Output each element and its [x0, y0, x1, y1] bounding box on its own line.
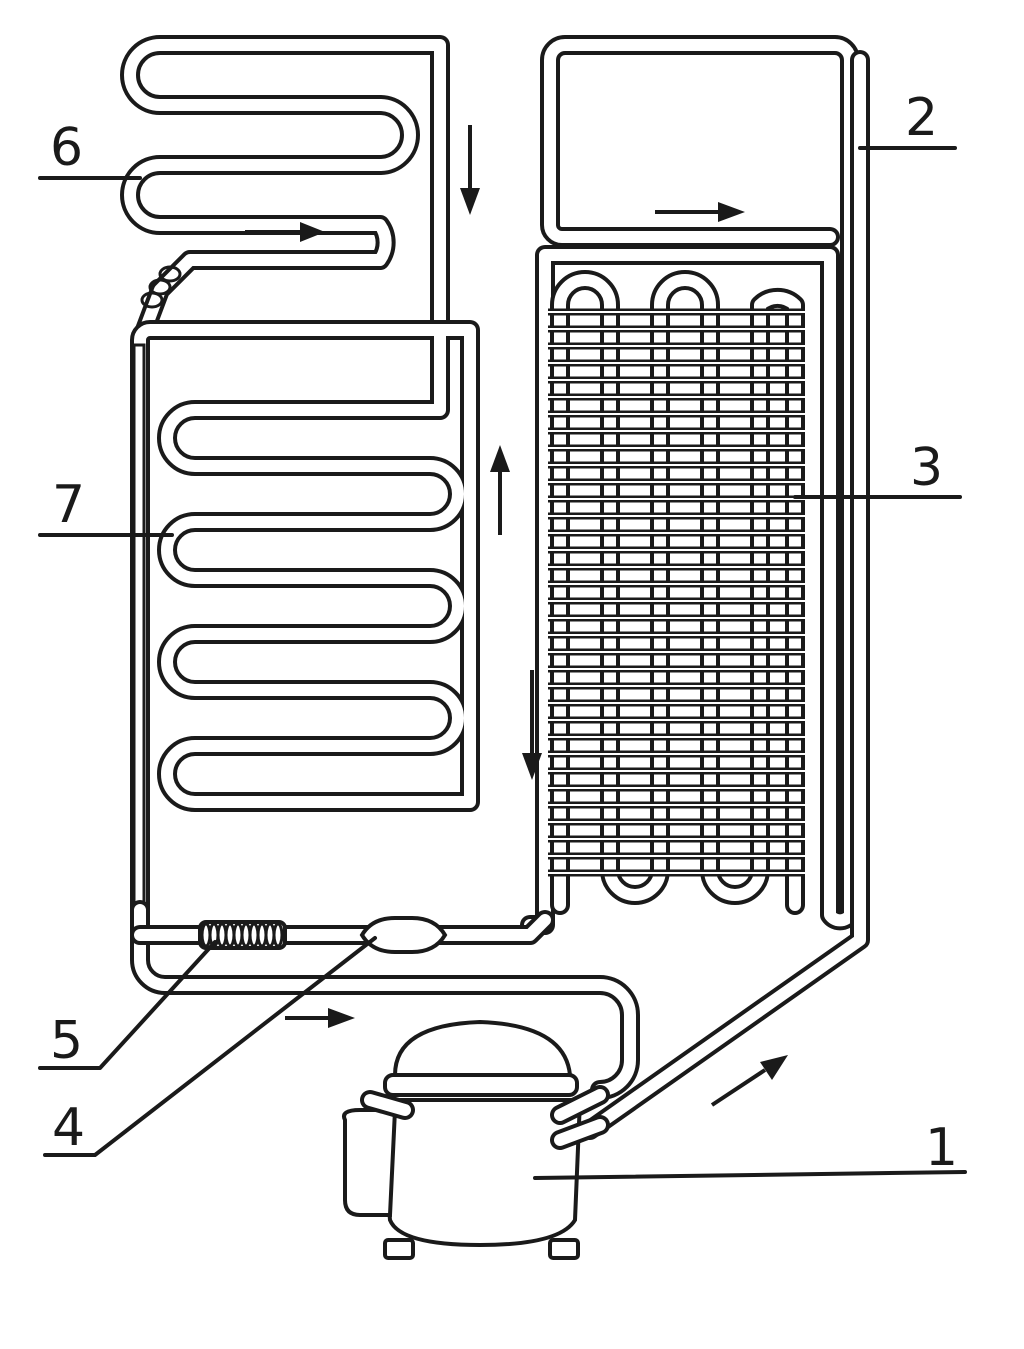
leader-5: [38, 940, 217, 1070]
arrow-bottom-right: [285, 1008, 355, 1028]
arrow-coil7-up: [490, 445, 510, 535]
label-2: 2: [905, 88, 938, 148]
compressor-1: [342, 1019, 610, 1260]
arrow-down-middle: [522, 670, 542, 780]
coil-6-spring: [140, 265, 182, 309]
label-1: 1: [925, 1118, 958, 1178]
arrow-condenser-right: [655, 202, 745, 222]
arrow-coil6-down: [460, 125, 480, 215]
leader-lines: [38, 146, 967, 1180]
arrow-coil6-right: [245, 222, 325, 242]
labels: 6 7 2 3 1 5 4: [50, 88, 958, 1178]
capillary-coil-5: [198, 920, 287, 950]
leader-4: [43, 936, 377, 1157]
condenser-fins: [548, 308, 805, 877]
label-3: 3: [910, 438, 943, 498]
bottom-pipe: [130, 900, 640, 1100]
coil-6: [120, 35, 450, 340]
condenser-loop-2: [520, 35, 870, 1140]
label-7: 7: [52, 475, 85, 535]
label-4: 4: [52, 1098, 85, 1158]
flow-arrows: [245, 125, 788, 1107]
label-5: 5: [50, 1011, 83, 1071]
label-6: 6: [50, 118, 83, 178]
drier-filter-4: [359, 916, 448, 954]
fin-condenser-3: [548, 270, 805, 915]
leader-1: [533, 1170, 967, 1180]
coil-7: [130, 320, 480, 920]
arrow-diagonal-up: [710, 1055, 788, 1107]
